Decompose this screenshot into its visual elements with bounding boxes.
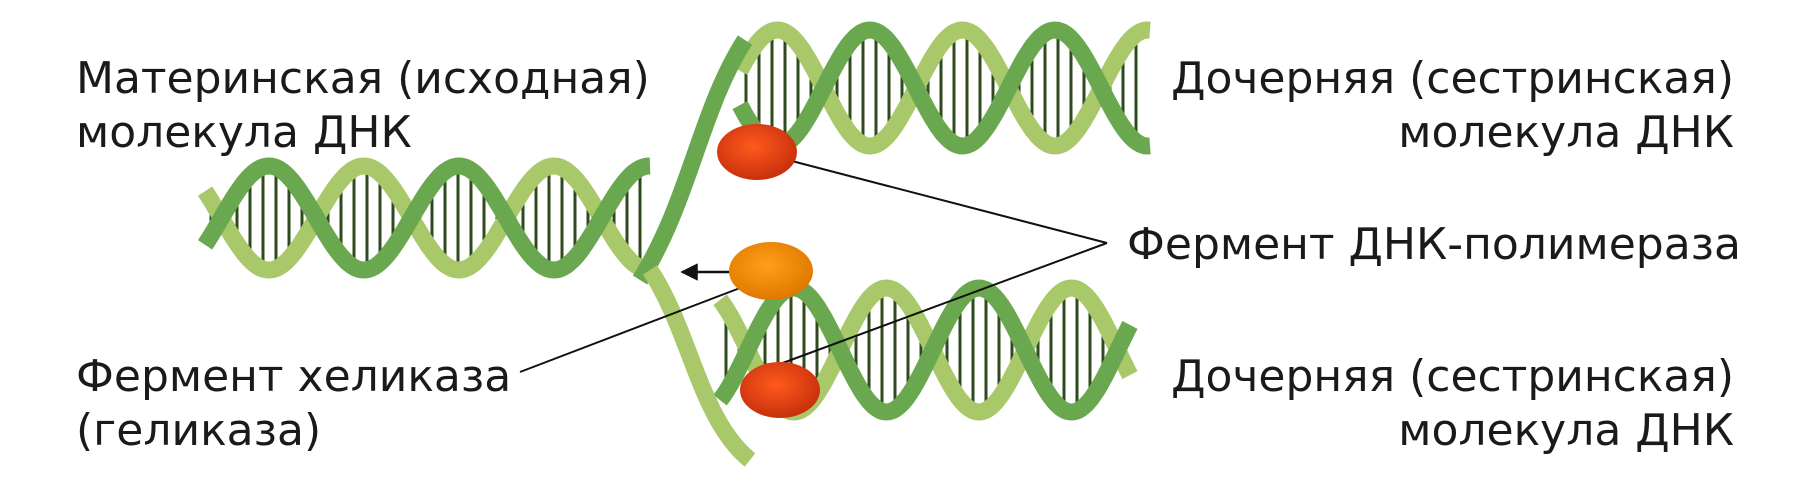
- helicase-enzyme: [729, 242, 813, 300]
- polymerase-enzyme-top: [717, 124, 797, 180]
- daughter-molecule-top-label: Дочерняя (сестринская) молекула ДНК: [1171, 52, 1734, 160]
- fork-strand-lower: [642, 265, 756, 467]
- polymerase-label: Фермент ДНК-полимераза: [1127, 218, 1741, 272]
- top-strand-back: [732, 21, 1151, 155]
- parent-molecule-label: Материнская (исходная) молекула ДНК: [76, 52, 650, 160]
- daughter-dna-helix-top: [732, 21, 1151, 155]
- daughter-bottom-label-line2: молекула ДНК: [1398, 405, 1734, 456]
- polymerase-leader-bottom: [779, 242, 1108, 365]
- daughter-top-label-line2: молекула ДНК: [1398, 107, 1734, 158]
- daughter-top-label-line1: Дочерняя (сестринская): [1171, 53, 1734, 104]
- daughter-molecule-bottom-label: Дочерняя (сестринская) молекула ДНК: [1171, 350, 1734, 458]
- helicase-label: Фермент хеликаза (геликаза): [76, 350, 511, 458]
- polymerase-leader-top: [787, 159, 1108, 244]
- helicase-leader: [519, 287, 741, 373]
- daughter-bottom-label-line1: Дочерняя (сестринская): [1171, 351, 1734, 402]
- fork-strand-upper: [632, 35, 753, 285]
- parent-dna-helix: [197, 157, 651, 279]
- parent-strand-front: [197, 157, 651, 279]
- top-strand-front: [732, 21, 1151, 155]
- parent-molecule-label-line1: Материнская (исходная): [76, 53, 650, 104]
- helicase-label-line1: Фермент хеликаза: [76, 351, 512, 402]
- replication-fork-strands: [632, 35, 756, 467]
- helicase-label-line2: (геликаза): [76, 405, 322, 456]
- parent-strand-back: [197, 157, 651, 279]
- polymerase-label-text: Фермент ДНК-полимераза: [1127, 219, 1742, 270]
- parent-molecule-label-line2: молекула ДНК: [76, 107, 412, 158]
- polymerase-enzyme-bottom: [740, 362, 820, 418]
